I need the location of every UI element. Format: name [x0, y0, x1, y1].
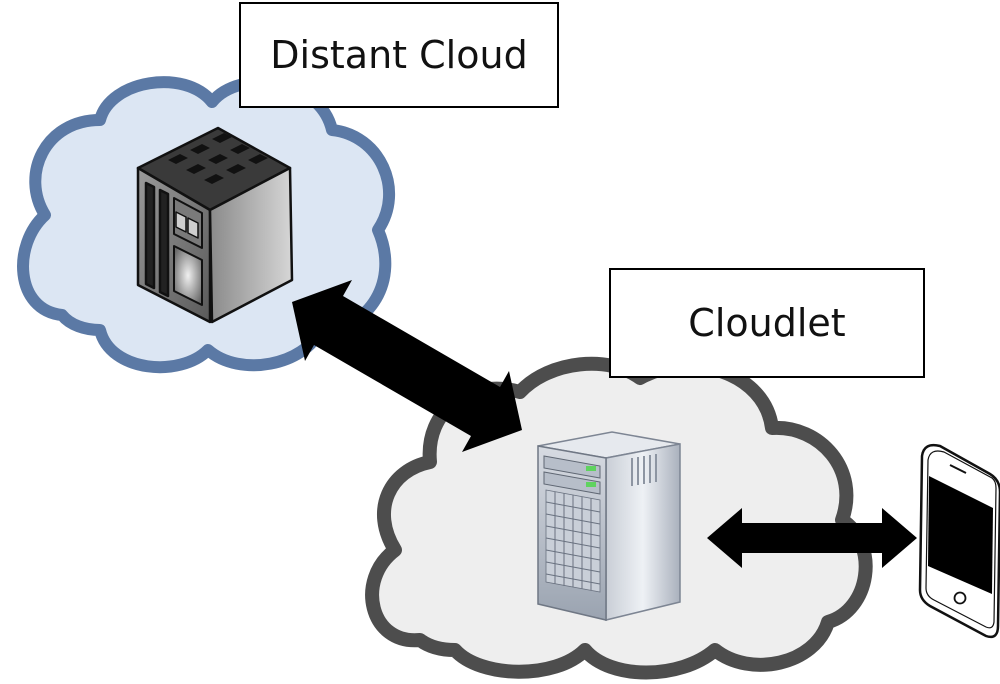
- cloudlet-label: Cloudlet: [609, 268, 925, 378]
- cloudlet-label-text: Cloudlet: [688, 301, 846, 345]
- distant-cloud-label: Distant Cloud: [239, 2, 559, 108]
- datacenter-cube-icon: [136, 126, 294, 324]
- smartphone-icon: [918, 443, 1000, 639]
- cloud-to-cloudlet-arrow: [292, 280, 522, 452]
- distant-cloud-label-text: Distant Cloud: [270, 33, 528, 77]
- cloudlet-to-phone-arrow: [707, 508, 917, 568]
- tower-server-icon: [537, 431, 681, 621]
